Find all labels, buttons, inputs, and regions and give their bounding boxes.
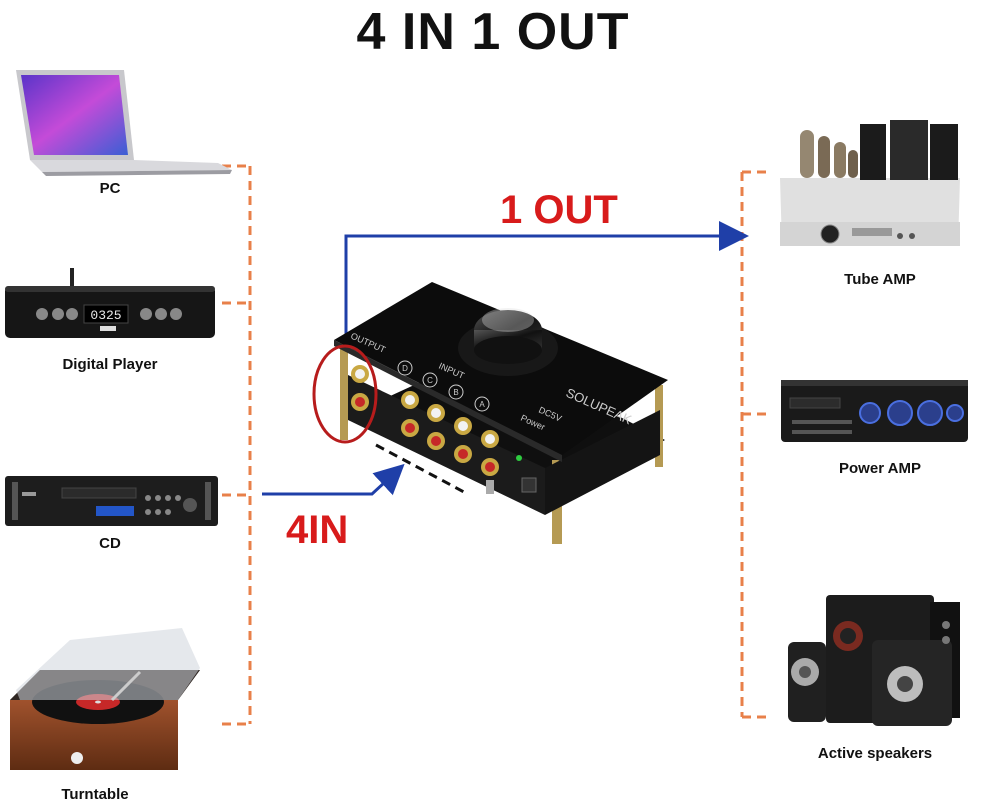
input-label-turntable: Turntable [61, 786, 129, 803]
rca-jacks-bottom-row [351, 393, 499, 476]
port-c-label: C [427, 376, 433, 385]
active-speakers-icon [788, 595, 960, 726]
output-label-active-speakers: Active speakers [817, 745, 933, 762]
port-b-label: B [453, 388, 458, 397]
turntable-icon [10, 628, 200, 770]
output-label-tube-amp: Tube AMP [844, 271, 916, 288]
tube-amp-icon [780, 120, 960, 246]
input-arrow [262, 463, 405, 496]
output-arrow [344, 221, 749, 360]
input-bracket [222, 164, 252, 726]
player-display-text: 0325 [90, 308, 121, 323]
rca-jacks-top-row [351, 365, 499, 448]
input-jacks-indicator [375, 443, 465, 494]
output-highlight-ring [312, 344, 378, 444]
cd-player-icon [5, 476, 218, 526]
power-amp-icon [781, 380, 968, 442]
output-bracket [740, 170, 770, 719]
digital-player-icon: 0325 [5, 268, 215, 338]
output-label-power-amp: Power AMP [839, 460, 921, 477]
port-a-label: A [479, 400, 485, 409]
audio-switch-device: SOLUPEAK OUTPUT INPUT Power DC5V D C B A [334, 282, 668, 544]
input-count-label: 4IN [286, 508, 349, 552]
diagram-title: 4 IN 1 OUT [356, 3, 630, 61]
input-label-pc: PC [99, 180, 121, 197]
input-label-digital-player: Digital Player [62, 356, 158, 373]
port-d-label: D [402, 364, 408, 373]
pc-icon [16, 70, 232, 176]
output-count-label: 1 OUT [500, 188, 618, 232]
input-label-cd: CD [99, 535, 121, 552]
